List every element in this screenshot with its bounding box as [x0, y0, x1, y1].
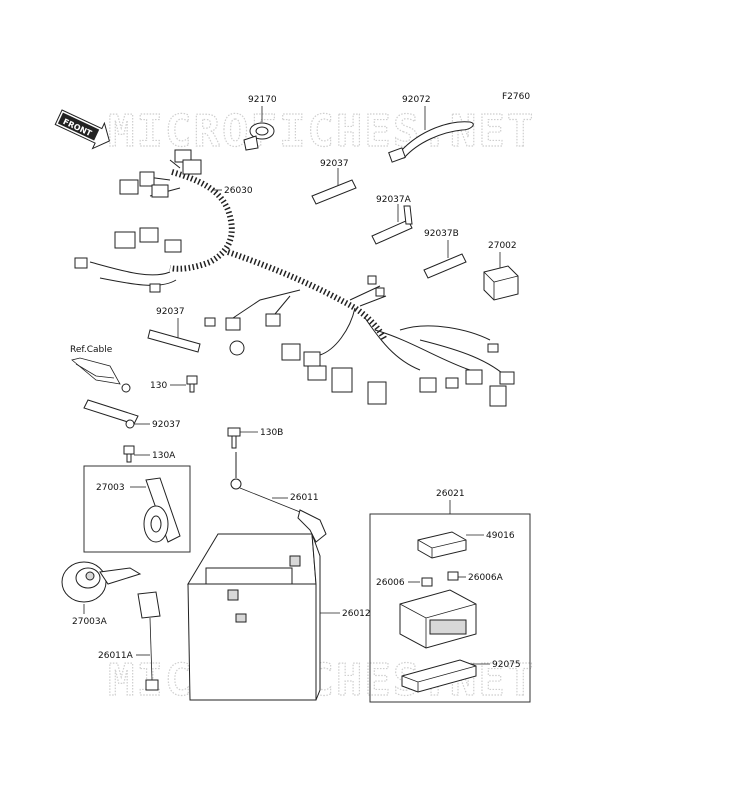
watermark-top: MICROFICHES.NET	[108, 106, 535, 157]
label-92170: 92170	[248, 95, 277, 105]
label-27003: 27003	[96, 483, 125, 493]
watermark-bottom: MICROFICHES.NET	[108, 655, 535, 706]
part-26006A-fuse[interactable]	[447, 571, 459, 581]
ref-cable-ground-cable	[71, 357, 131, 393]
part-130B-bolt[interactable]	[227, 427, 241, 449]
part-130A-bolt[interactable]	[123, 445, 135, 463]
label-92037-low: 92037	[152, 420, 181, 430]
part-27003A-horn[interactable]	[61, 561, 142, 603]
label-27003A: 27003A	[72, 617, 108, 627]
label-26012: 26012	[342, 609, 371, 619]
part-26021-junction-box[interactable]	[399, 589, 477, 649]
horn-frame	[83, 465, 191, 553]
part-26012-battery[interactable]	[187, 533, 321, 701]
label-92075: 92075	[492, 660, 521, 670]
label-27002: 27002	[488, 241, 517, 251]
part-92037-strip-top[interactable]	[311, 179, 357, 205]
part-92072-band[interactable]	[388, 121, 474, 163]
label-92072: 92072	[402, 95, 431, 105]
part-26030-main-harness[interactable]	[74, 149, 515, 407]
label-92037-mid: 92037	[156, 307, 185, 317]
label-92037A: 92037A	[376, 195, 412, 205]
front-arrow-icon: FRONT	[54, 109, 110, 150]
part-92037A-strip[interactable]	[371, 205, 413, 245]
part-92037B-strip[interactable]	[423, 253, 467, 279]
part-130-bolt[interactable]	[186, 375, 198, 393]
label-92037B: 92037B	[424, 229, 459, 239]
part-26011A-cable[interactable]	[137, 591, 161, 691]
label-26011A: 26011A	[98, 651, 134, 661]
figure-code: F2760	[502, 92, 530, 102]
label-26030: 26030	[224, 186, 253, 196]
ref-cable-label: Ref.Cable	[70, 345, 113, 355]
label-130B: 130B	[260, 428, 283, 438]
label-26011: 26011	[290, 493, 319, 503]
part-92037-strip-mid[interactable]	[147, 329, 201, 353]
label-26021: 26021	[436, 489, 465, 499]
label-130A: 130A	[152, 451, 176, 461]
part-92170-clamp[interactable]	[243, 122, 275, 151]
part-26011-battery-cable[interactable]	[230, 452, 327, 543]
part-92075-pad[interactable]	[401, 659, 477, 693]
part-49016-cover[interactable]	[417, 531, 467, 559]
part-27003-horn[interactable]	[143, 477, 181, 543]
label-26006: 26006	[376, 578, 405, 588]
label-26006A: 26006A	[468, 573, 504, 583]
label-130: 130	[150, 381, 167, 391]
part-92037-strip-low[interactable]	[83, 399, 139, 429]
label-92037-top: 92037	[320, 159, 349, 169]
part-27002-relay[interactable]	[483, 265, 519, 301]
label-49016: 49016	[486, 531, 515, 541]
part-26006-fuse[interactable]	[421, 577, 433, 587]
